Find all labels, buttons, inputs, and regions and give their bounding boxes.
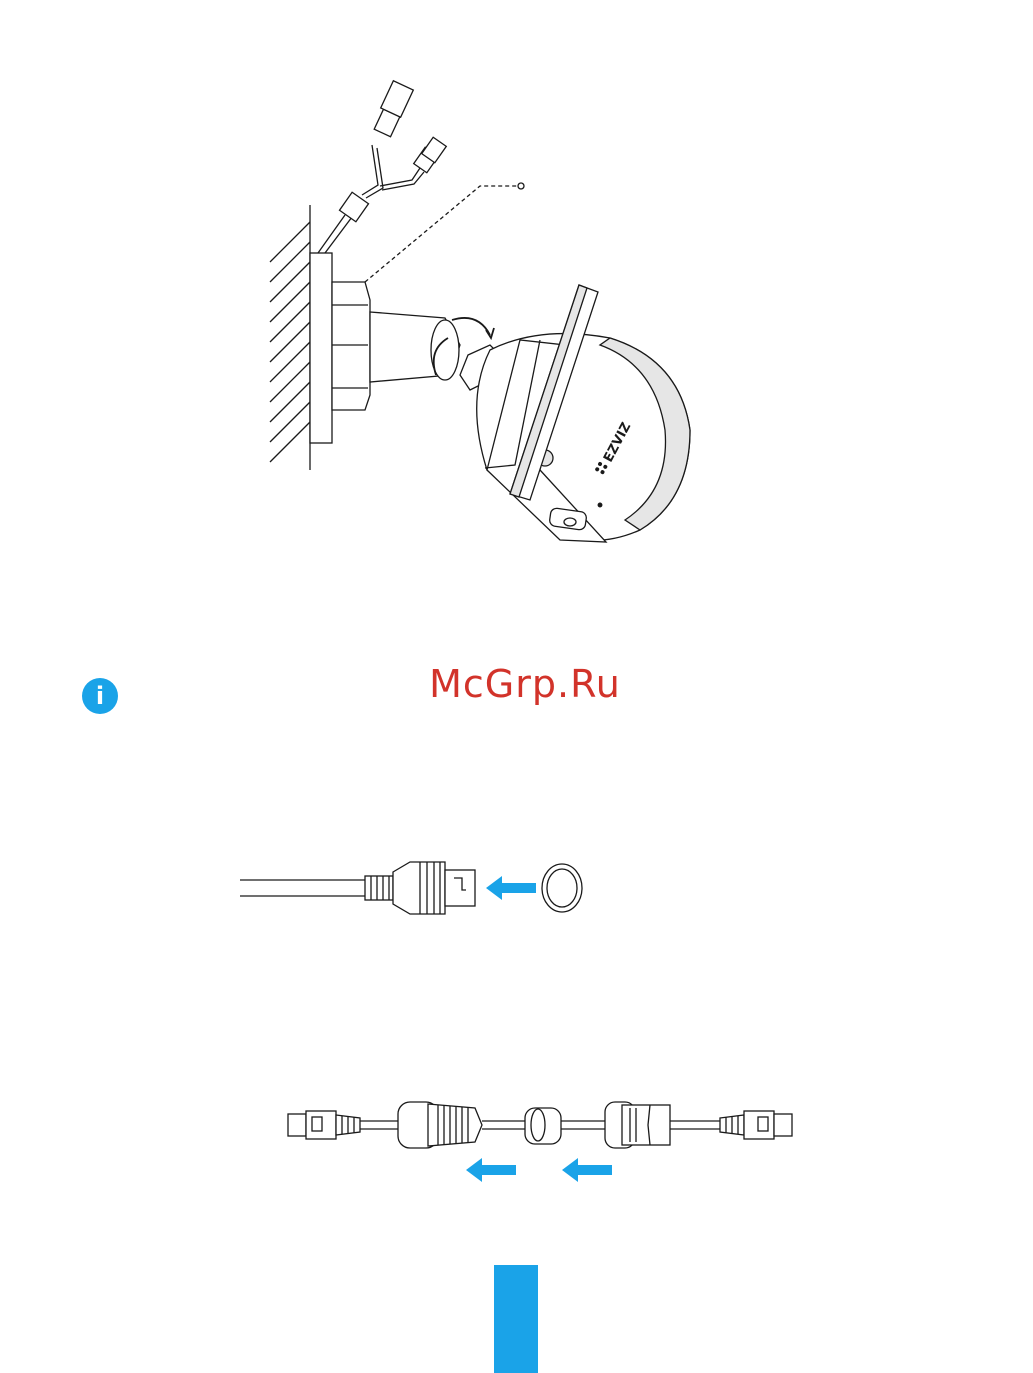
watermark: McGrp.Ru [380, 662, 670, 706]
page-tab-marker [494, 1265, 538, 1373]
camera-wall-mount-illustration: EZVIZ [0, 0, 1033, 600]
arrow-left-icon [466, 1158, 612, 1182]
arrow-left-icon [486, 876, 536, 900]
sealing-ring [542, 864, 582, 912]
rj45-connector [393, 862, 475, 914]
network-cable [240, 876, 393, 900]
threaded-housing [398, 1102, 482, 1148]
rubber-gasket [525, 1108, 561, 1144]
info-icon-glyph: i [96, 682, 104, 710]
callout-leader [365, 186, 518, 282]
lock-nut [605, 1102, 670, 1148]
right-rj45-plug [720, 1111, 792, 1139]
waterproof-assembly-illustration [270, 1090, 810, 1190]
sealing-ring-illustration [230, 850, 610, 930]
camera-body [460, 334, 690, 542]
left-rj45-plug [288, 1111, 360, 1139]
info-icon: i [82, 678, 118, 714]
cable-bundle [318, 81, 446, 253]
wall-hatch [270, 205, 310, 470]
callout-point [518, 183, 524, 189]
